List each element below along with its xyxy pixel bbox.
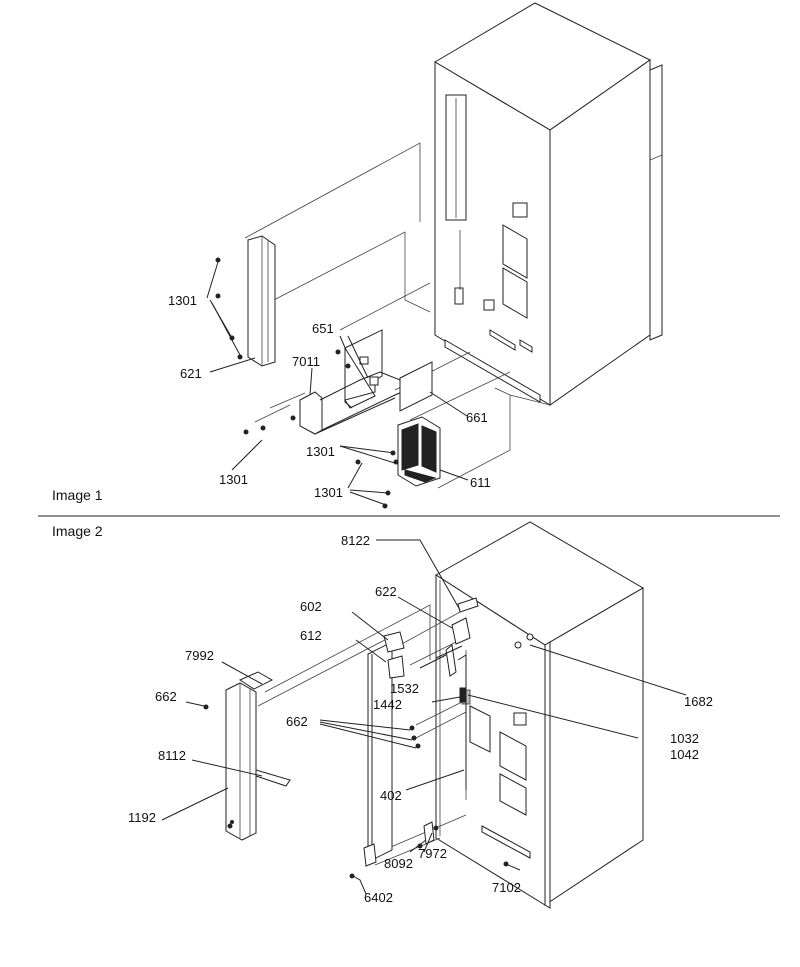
- label-1301-b: 1301: [306, 444, 335, 459]
- label-651: 651: [312, 321, 334, 336]
- caption-image-1: Image 1: [52, 487, 103, 503]
- label-8122: 8122: [341, 533, 370, 548]
- label-622: 622: [375, 584, 397, 599]
- label-8112: 8112: [158, 748, 186, 763]
- label-7102: 7102: [492, 880, 521, 895]
- label-612: 612: [300, 628, 322, 643]
- label-402: 402: [380, 788, 402, 803]
- label-662-a: 662: [155, 689, 177, 704]
- side-panel-1192: [225, 671, 291, 841]
- grille-611: [397, 416, 441, 487]
- leaders-1: [206, 261, 469, 506]
- leaders-2: [161, 539, 687, 895]
- hinge-assembly: [423, 597, 479, 845]
- label-1301-d: 1301: [314, 485, 343, 500]
- image2-drawing: [161, 521, 687, 909]
- label-611: 611: [470, 475, 491, 490]
- label-1442: 1442: [373, 697, 402, 712]
- label-662-b: 662: [286, 714, 308, 729]
- label-6402: 6402: [364, 890, 393, 905]
- label-8092: 8092: [384, 856, 413, 871]
- label-7011: 7011: [292, 354, 320, 369]
- screws-2: [203, 704, 509, 879]
- caption-image-2: Image 2: [52, 523, 103, 539]
- label-602: 602: [300, 599, 322, 614]
- duct-7011: [254, 361, 433, 435]
- image1-drawing: [206, 2, 663, 509]
- label-661: 661: [466, 410, 488, 425]
- refrigerator-cabinet-1: [434, 2, 663, 406]
- screws-1: [215, 257, 399, 509]
- label-1682: 1682: [684, 694, 713, 709]
- label-1532: 1532: [390, 681, 419, 696]
- label-1032: 1032: [670, 731, 699, 746]
- label-7972: 7972: [418, 846, 447, 861]
- label-1301-a: 1301: [168, 293, 197, 308]
- label-1042: 1042: [670, 747, 699, 762]
- panel-621: [247, 235, 276, 367]
- label-1192: 1192: [128, 810, 156, 825]
- label-7992: 7992: [185, 648, 214, 663]
- label-621: 621: [180, 366, 202, 381]
- door-panel-612: [363, 631, 405, 867]
- refrigerator-cabinet-2: [435, 521, 644, 909]
- label-1301-c: 1301: [219, 472, 248, 487]
- guide-lines-1: [244, 142, 551, 489]
